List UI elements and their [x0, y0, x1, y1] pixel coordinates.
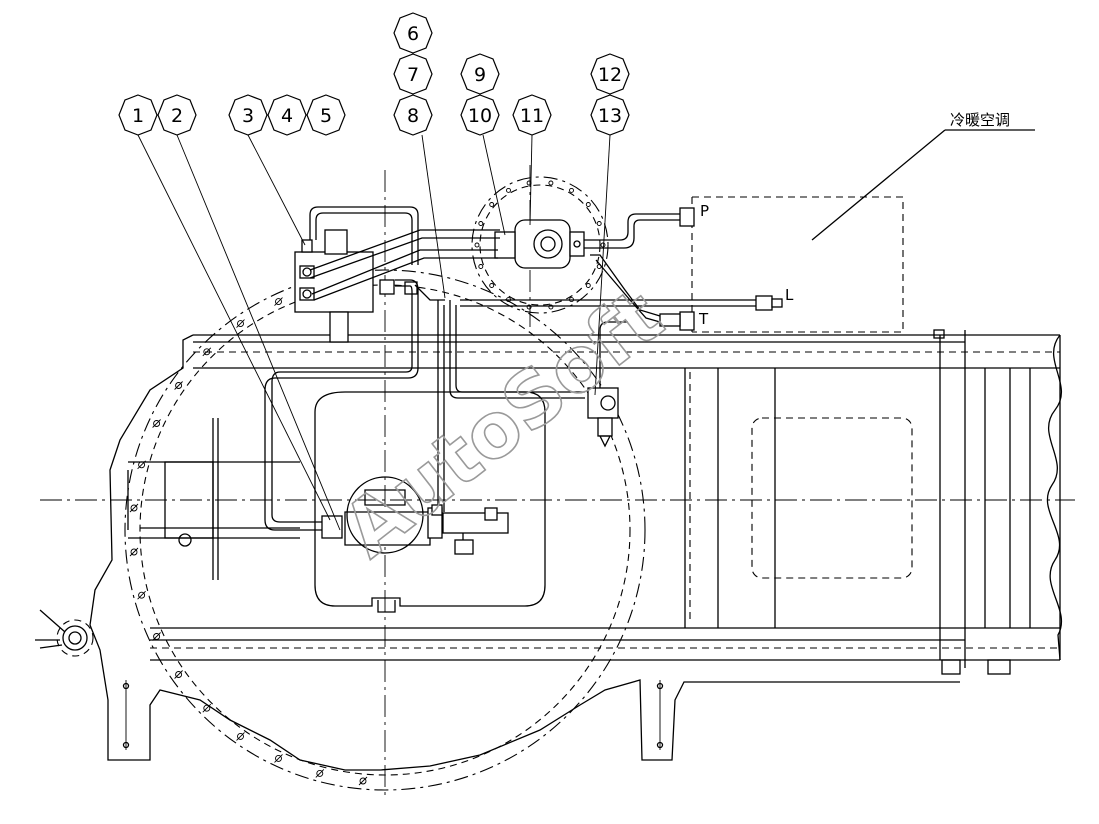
motor-bolt: [526, 304, 532, 310]
ring-bolt-tick: [202, 703, 212, 713]
ring-bolt-tick: [137, 590, 146, 600]
ring-bolt-tick: [274, 297, 283, 306]
motor-bolt: [600, 242, 606, 248]
port-t-label: T: [698, 310, 709, 328]
ring-bolt-tick: [129, 503, 139, 513]
motor-bolt: [585, 202, 591, 207]
motor-bolt: [585, 283, 591, 288]
motor-bolt: [548, 180, 554, 186]
air-conditioner-box: [659, 129, 1035, 333]
hydraulic-tank: [314, 391, 546, 613]
ring-bolt: [359, 777, 367, 785]
motor-bolt: [596, 221, 602, 226]
ring-bolt-tick: [152, 632, 161, 641]
balloon-13: 13: [590, 94, 630, 136]
balloon-12: 12: [590, 53, 630, 95]
port-p-label: P: [700, 202, 709, 220]
balloon-5: 5: [306, 94, 346, 136]
ring-bolt: [153, 420, 161, 427]
frame-outline: [35, 329, 1063, 771]
ac-label: 冷暖空调: [950, 111, 1010, 129]
motor-bolt: [478, 221, 484, 226]
svg-text:3: 3: [242, 105, 254, 127]
motor-bolt: [474, 242, 480, 248]
svg-text:5: 5: [320, 105, 332, 127]
balloon-8: 8: [393, 94, 433, 136]
ring-bolt: [316, 769, 324, 777]
svg-text:4: 4: [281, 105, 293, 127]
ring-bolt: [237, 732, 244, 740]
motor-bolt: [548, 304, 554, 310]
ring-bolt: [237, 320, 244, 328]
balloon-1: 1: [118, 94, 158, 136]
motor-bolt: [489, 283, 495, 288]
ring-bolt: [130, 504, 138, 512]
center-swivel: [321, 476, 509, 555]
ring-bolt: [153, 633, 161, 640]
hydraulic-pipes: [264, 206, 760, 531]
watermark: AutoSoft: [326, 271, 679, 574]
ring-bolt-tick: [202, 347, 212, 357]
ring-bolt-tick: [274, 754, 283, 763]
ring-bolt-tick: [174, 381, 183, 390]
ring-bolt-tick: [358, 776, 368, 786]
svg-text:9: 9: [474, 64, 486, 86]
motor-bolt: [478, 264, 484, 269]
left-arm: [127, 418, 300, 580]
motor-bolt: [489, 202, 495, 207]
ring-bolt: [275, 298, 282, 306]
ring-bolt: [138, 591, 146, 599]
svg-text:1: 1: [132, 105, 144, 127]
ring-bolt: [175, 382, 183, 389]
balloon-11: 11: [512, 94, 552, 136]
svg-text:7: 7: [407, 64, 419, 86]
balloon-9: 9: [460, 53, 500, 95]
balloon-6: 6: [393, 12, 433, 54]
svg-text:6: 6: [407, 23, 419, 45]
fitting-block-12-13: [587, 387, 619, 448]
svg-text:10: 10: [468, 105, 492, 127]
balloon-3: 3: [228, 94, 268, 136]
ring-bolt-tick: [129, 547, 139, 557]
motor-bolt: [506, 187, 511, 193]
ring-bolt-tick: [174, 670, 183, 679]
leader-lines: [137, 134, 611, 531]
ring-bolt: [203, 704, 211, 712]
port-l-label: L: [785, 286, 794, 304]
balloon-10: 10: [460, 94, 500, 136]
ring-bolt: [175, 671, 183, 678]
balloon-7: 7: [393, 53, 433, 95]
svg-text:13: 13: [598, 105, 622, 127]
svg-text:12: 12: [598, 64, 622, 86]
svg-text:8: 8: [407, 105, 419, 127]
ring-bolt-tick: [152, 419, 161, 428]
swing-motor: [471, 176, 609, 314]
motor-bolt: [569, 187, 574, 193]
balloon-4: 4: [267, 94, 307, 136]
ring-bolt-tick: [236, 732, 245, 741]
ring-bolt-tick: [315, 769, 325, 778]
balloon-2: 2: [157, 94, 197, 136]
ring-bolt: [203, 348, 211, 356]
ring-bolt: [130, 548, 138, 556]
svg-text:2: 2: [171, 105, 183, 127]
ring-bolt-tick: [236, 319, 245, 328]
svg-text:11: 11: [520, 105, 544, 127]
ring-bolt: [275, 754, 282, 762]
